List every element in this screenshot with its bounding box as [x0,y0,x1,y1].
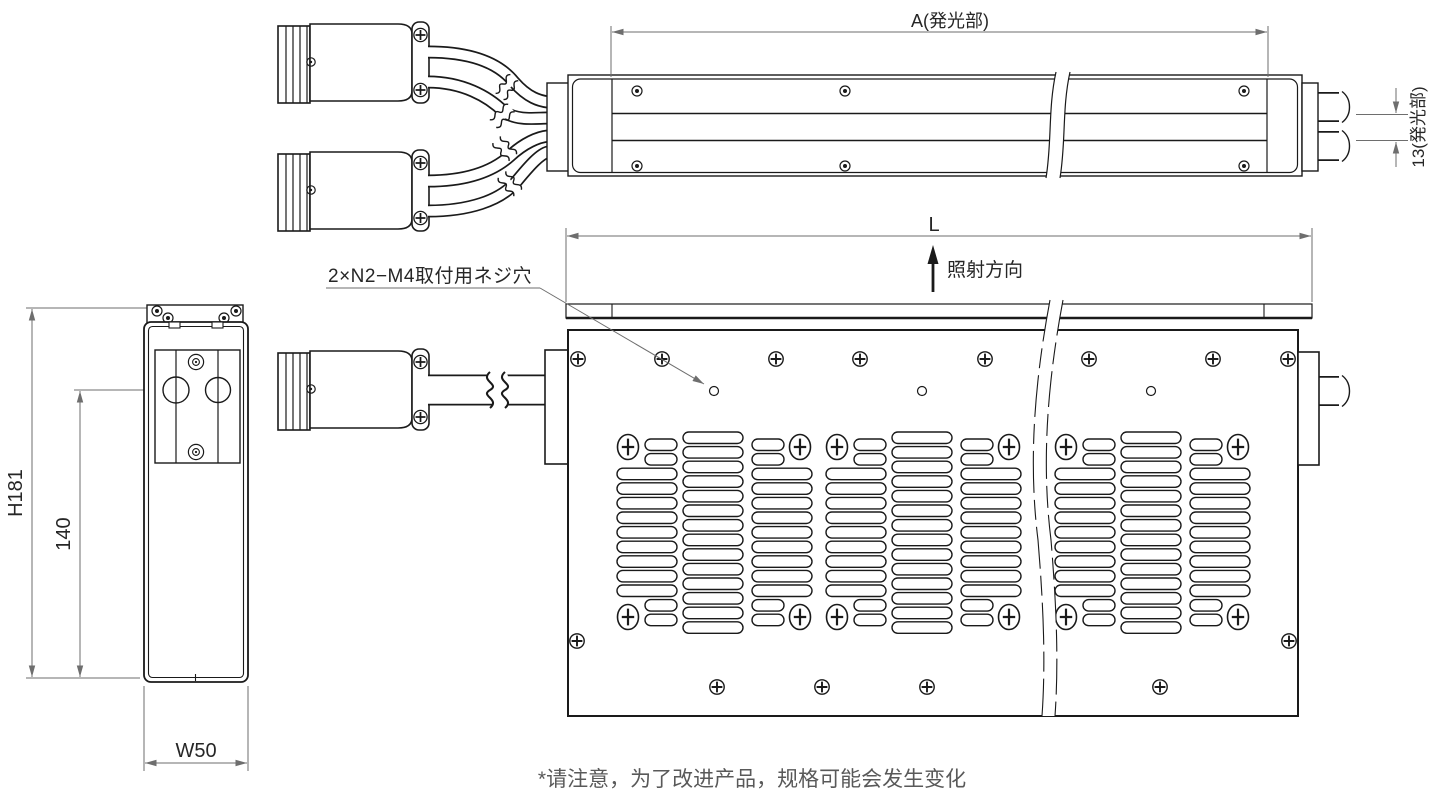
dim-label-140: 140 [53,517,75,550]
connector-plug [278,22,429,103]
side-body [143,321,249,683]
mount-hole-label: 2×N2−M4取付用ネジ穴 [328,265,532,287]
screw-icon [1279,350,1297,368]
emitting-strip-edges [612,112,1267,142]
plan-view: L 照射方向 2×N2−M4取付用ネジ穴 [278,214,1351,717]
top-view: A(発光部) 13(発光部) [278,11,1428,231]
light-bar [567,74,1303,177]
connector-hole [162,376,190,404]
dimension-13: 13(発光部) [1356,86,1428,168]
cable-exit-block [1297,351,1320,466]
dim-label-h181: H181 [5,469,27,517]
direction-arrow-icon [927,245,939,264]
connector-hole [204,376,232,404]
screw-icon [568,632,586,650]
mount-screw-hole [916,385,928,397]
screw-icon [569,350,587,368]
main-body [567,329,1299,717]
vent-grid [616,431,1251,635]
cable-break-icon [1338,129,1351,163]
dim-label-w50: W50 [175,740,216,762]
dimension-l: L [565,214,1313,302]
screw-icon [1151,678,1169,696]
mount-screw-hole [708,385,720,397]
dim-label-a: A(発光部) [911,11,989,31]
vent-group [616,431,813,635]
vent-group [1054,431,1251,635]
body-break [1032,299,1064,717]
screw-icon [813,678,831,696]
screw-icon [976,350,994,368]
cable-entry-block [546,82,570,172]
cable-break-icon [1338,374,1351,408]
cable-entry-block [544,349,569,465]
emitting-strip [565,303,1313,319]
screw-icon [1280,632,1298,650]
side-view: H181 140 W50 [5,304,249,771]
irradiation-direction: 照射方向 [927,245,1023,292]
direction-label: 照射方向 [947,259,1023,281]
screw-icon [1204,350,1222,368]
screw-icon [708,678,726,696]
vent-group [825,431,1022,635]
mount-hole-row [708,385,1157,397]
connector-plug [278,349,429,430]
cable-break-icon [1338,90,1351,124]
mount-screw-hole [1145,385,1157,397]
dim-label-l: L [928,214,939,236]
screw-icon [851,350,869,368]
mount-hole-callout: 2×N2−M4取付用ネジ穴 [326,265,705,385]
leader-line [539,287,705,385]
bar-break [1045,71,1071,179]
dim-label-13: 13(発光部) [1409,86,1428,167]
cables [427,45,551,218]
dimension-a: A(発光部) [610,11,1269,77]
screw-icon [767,350,785,368]
footnote: *请注意，为了改进产品，规格可能会发生变化 [538,768,966,791]
screw-icon [918,678,936,696]
cable-exit-block [1301,82,1319,172]
connector-plug [278,150,429,231]
screw-icon [1080,350,1098,368]
side-connector-panel [154,349,241,464]
